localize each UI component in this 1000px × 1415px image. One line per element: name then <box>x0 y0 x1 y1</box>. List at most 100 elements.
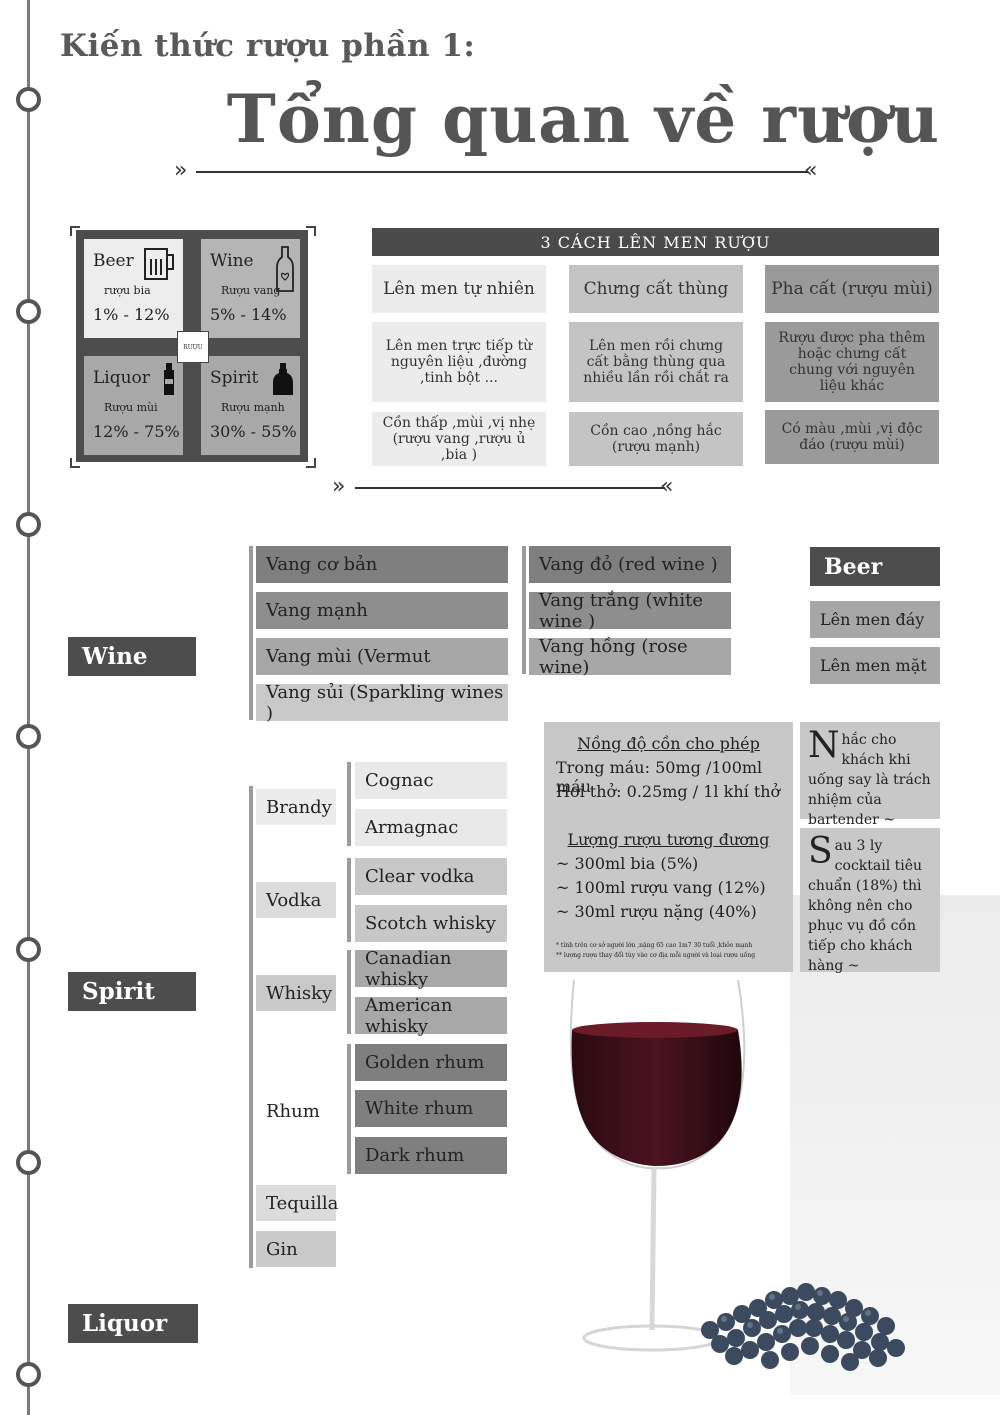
info-line: Trong máu: 50mg /100ml máu <box>556 758 763 796</box>
tip-text: hắc cho khách khi uống say là trách nhiệ… <box>808 732 931 828</box>
wine-kind: Vang mạnh <box>256 592 508 629</box>
binder-ring <box>16 87 41 112</box>
spirit-item: Golden rhum <box>355 1044 507 1081</box>
drop-cap: N <box>808 725 840 766</box>
type-sub: rượu bia <box>104 284 151 297</box>
info-heading: Nồng độ cồn cho phép <box>577 734 760 753</box>
info-footnote: * tính trên cơ sở người lớn ,nặng 65 cao… <box>556 942 753 949</box>
info-line: Hơi thở: 0.25mg / 1l khí thở <box>556 782 781 801</box>
ferment-method-name: Pha cất (rượu mùi) <box>765 265 939 313</box>
spirit-item: Clear vodka <box>355 858 507 895</box>
wine-kind: Vang sủi (Sparkling wines ) <box>256 682 508 724</box>
spirit-item: Dark rhum <box>355 1137 507 1174</box>
spirit-group: Tequilla <box>256 1185 338 1221</box>
binder-ring <box>16 937 41 962</box>
ferment-method-desc: Lên men trực tiếp từ nguyên liệu ,đường … <box>372 322 546 402</box>
wine-color: Vang đỏ (red wine ) <box>529 546 731 583</box>
drop-cap: S <box>808 831 833 872</box>
spirit-item: Canadian whisky <box>355 948 507 990</box>
tip-text: au 3 ly cocktail tiêu chuẩn (18%) thì kh… <box>808 838 923 974</box>
type-sub: Rượu mạnh <box>221 401 285 414</box>
binder-ring <box>16 1362 41 1387</box>
type-cell-spirit: Spirit Rượu mạnh 30% - 55% <box>201 356 300 455</box>
type-cell-beer: Beer rượu bia 1% - 12% <box>84 239 183 338</box>
alcohol-info-box: Nồng độ cồn cho phép Trong máu: 50mg /10… <box>544 722 793 972</box>
type-range: 12% - 75% <box>93 422 180 441</box>
divider <box>355 487 665 489</box>
ferment-method-result: Cồn thấp ,mùi ,vị nhẹ (rượu vang ,rượu ủ… <box>372 412 546 466</box>
spirit-group: Vodka <box>256 882 336 918</box>
spirit-item: Scotch whisky <box>355 905 507 942</box>
wine-bottle-icon <box>276 246 294 292</box>
chevron-right-icon: » <box>174 158 188 183</box>
bracket-line <box>347 1044 351 1174</box>
page-kicker: Kiến thức rượu phần 1: <box>60 28 476 64</box>
spirit-bottle-icon <box>273 363 293 395</box>
wine-glass-photo <box>569 979 746 1352</box>
binder-spine <box>27 0 30 1415</box>
beer-label: Beer <box>810 547 940 586</box>
spirit-group: Brandy <box>256 789 336 825</box>
beer-mug-icon <box>144 248 174 280</box>
center-label: RƯỢU <box>177 331 209 363</box>
spirit-group: Gin <box>256 1231 336 1267</box>
chevron-left-icon: « <box>660 474 674 499</box>
spirit-item: White rhum <box>355 1090 507 1127</box>
binder-ring <box>16 512 41 537</box>
binder-ring <box>16 724 41 749</box>
bracket-line <box>347 950 351 1034</box>
ferment-method-result: Có màu ,mùi ,vị độc đáo (rượu mùi) <box>765 410 939 464</box>
ferment-method-name: Chưng cất thùng <box>569 265 743 313</box>
spirit-group: Rhum <box>256 1093 336 1129</box>
chevron-right-icon: » <box>332 474 346 499</box>
ferment-method-result: Cồn cao ,nồng hắc (rượu mạnh) <box>569 412 743 466</box>
type-sub: Rượu mùi <box>104 401 158 414</box>
info-footnote: ** lượng rượu thay đổi tùy vào cơ địa mỗ… <box>556 952 756 959</box>
info-line: ~ 300ml bia (5%) <box>556 854 699 873</box>
ferment-method-name: Lên men tự nhiên <box>372 265 546 313</box>
type-cell-wine: Wine Rượu vang 5% - 14% <box>201 239 300 338</box>
beer-kind: Lên men đáy <box>810 601 940 638</box>
divider <box>196 171 808 173</box>
wine-kind: Vang cơ bản <box>256 546 508 583</box>
type-range: 30% - 55% <box>210 422 297 441</box>
wine-kind: Vang mùi (Vermut <box>256 638 508 675</box>
type-cell-liquor: Liquor Rượu mùi 12% - 75% <box>84 356 183 455</box>
bracket-line <box>249 546 253 720</box>
beer-kind: Lên men mặt <box>810 647 940 684</box>
type-name: Spirit <box>210 368 259 388</box>
bracket-line <box>347 762 351 846</box>
bracket-line <box>347 858 351 942</box>
wine-label: Wine <box>68 637 196 676</box>
type-range: 1% - 12% <box>93 305 170 324</box>
spirit-item: American whisky <box>355 995 507 1037</box>
type-name: Wine <box>210 251 254 271</box>
bracket-line <box>249 786 253 1268</box>
alcohol-types-box: Beer rượu bia 1% - 12% Wine Rượu vang 5%… <box>76 230 308 462</box>
spirit-label: Spirit <box>68 972 196 1011</box>
liquor-bottle-icon <box>164 363 174 395</box>
type-range: 5% - 14% <box>210 305 287 324</box>
liquor-label: Liquor <box>68 1304 198 1343</box>
ferment-heading: 3 CÁCH LÊN MEN RƯỢU <box>372 228 939 256</box>
binder-ring <box>16 299 41 324</box>
page-title: Tổng quan về rượu <box>226 80 940 158</box>
spirit-item: Armagnac <box>355 809 507 846</box>
wine-color: Vang trắng (white wine ) <box>529 590 731 632</box>
bracket-line <box>522 546 526 674</box>
spirit-group: Whisky <box>256 975 336 1011</box>
grapes-photo <box>701 1283 905 1371</box>
info-line: ~ 30ml rượu nặng (40%) <box>556 902 757 921</box>
wine-color: Vang hồng (rose wine) <box>529 636 731 678</box>
ferment-method-desc: Lên men rồi chưng cất bằng thùng qua nhi… <box>569 322 743 402</box>
binder-ring <box>16 1150 41 1175</box>
ferment-method-desc: Rượu được pha thêm hoặc chưng cất chung … <box>765 322 939 402</box>
info-heading: Lượng rượu tương đương <box>567 830 770 849</box>
type-sub: Rượu vang <box>221 284 281 297</box>
type-name: Beer <box>93 251 134 271</box>
spirit-item: Cognac <box>355 762 507 799</box>
type-name: Liquor <box>93 368 150 388</box>
chevron-left-icon: « <box>804 158 818 183</box>
